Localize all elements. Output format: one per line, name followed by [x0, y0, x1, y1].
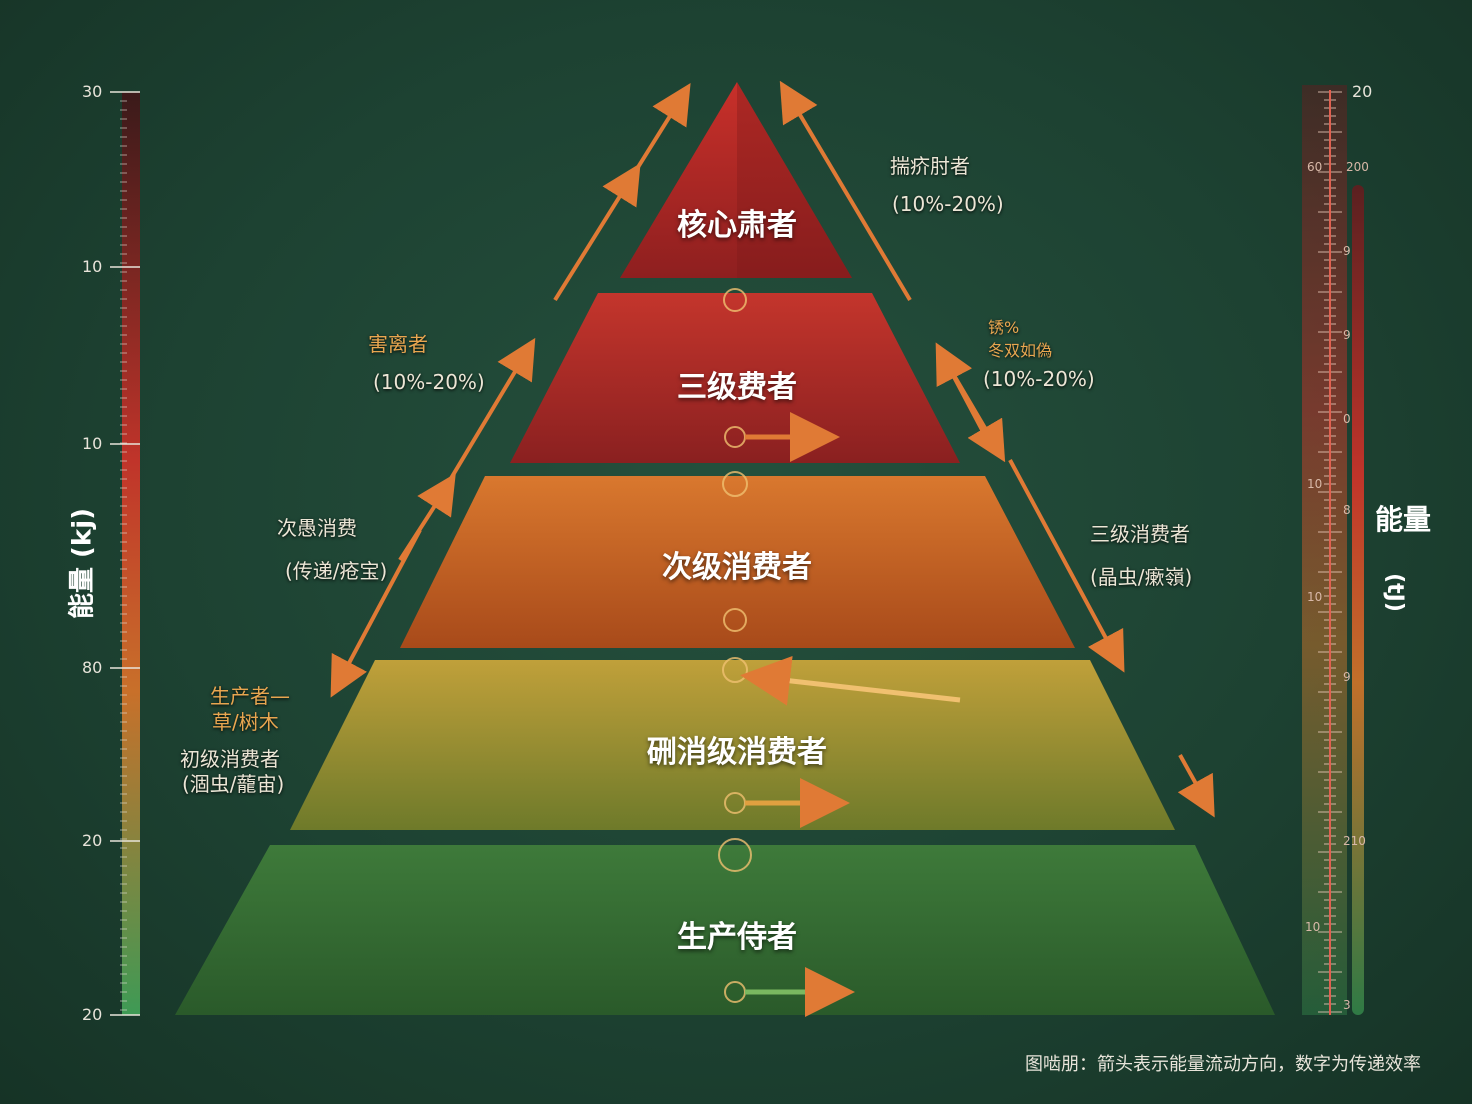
tier-shape-3	[400, 476, 1075, 648]
annotation-title: 次愚消费	[277, 516, 357, 540]
energy-arrow-left	[628, 83, 691, 182]
flow-arrow	[740, 655, 961, 706]
left-axis-tick: 10	[82, 257, 103, 276]
tier-shape-5	[175, 845, 1275, 1015]
annotation-title: 揣疥肘者	[890, 154, 970, 178]
annotation-title: 初级消费者	[180, 747, 280, 771]
left-axis-tick: 10	[82, 434, 103, 453]
right-axis-inner-tick: 10	[1307, 590, 1323, 604]
right-axis-tick: 9	[1343, 328, 1351, 342]
right-axis-title: 能量	[1375, 503, 1432, 536]
annotation-sub: (晶虫/瘶嶺)	[1090, 565, 1193, 589]
tier-shape-1-side	[737, 82, 852, 278]
energy-arrow-right	[1177, 754, 1215, 818]
annotation-efficiency: (10%-20%)	[373, 370, 485, 394]
tier-label-tertiary: 三级费者	[677, 370, 797, 405]
right-energy-level-bar	[1352, 185, 1364, 1015]
energy-arrow-right	[779, 80, 912, 302]
left-axis-tick: 30	[82, 82, 103, 101]
legend-note: 图啮朋：箭头表示能量流动方向，数字为传递效率	[1025, 1054, 1421, 1075]
energy-arrow-left	[330, 529, 422, 698]
annotation-title: 生产者—	[210, 684, 290, 708]
left-energy-bar	[122, 92, 140, 1015]
tier-shape-2	[510, 293, 960, 463]
annotation-efficiency: (10%-20%)	[983, 367, 1095, 391]
annotation-title: 三级消费者	[1090, 522, 1190, 546]
right-axis-inner-tick: 60	[1307, 160, 1323, 174]
tier-shape-1	[620, 82, 852, 278]
annotation-title: 冬双如偽	[988, 341, 1053, 360]
energy-arrow-left	[398, 473, 456, 562]
annotation-title: 害离者	[368, 332, 428, 356]
right-axis-unit: (tJ)	[1381, 573, 1407, 612]
energy-arrow-right	[1008, 459, 1125, 673]
tier-label-secondary: 次级消费者	[662, 550, 812, 585]
energy-arrow-right	[943, 358, 1006, 463]
right-axis-inner-tick: 10	[1305, 920, 1321, 934]
right-axis-tick: 20	[1352, 82, 1373, 101]
right-axis-tick: 9	[1343, 244, 1351, 258]
energy-arrow-left	[448, 337, 536, 482]
right-axis-tick: 0	[1343, 412, 1351, 426]
flow-node	[723, 288, 747, 312]
right-axis-tick: 9	[1343, 670, 1351, 684]
annotation-title: 草/树木	[212, 710, 279, 734]
tier-label-primary: 硎消级消费者	[647, 735, 827, 770]
right-axis-tick: 3	[1343, 998, 1351, 1012]
right-axis-tick: 8	[1343, 503, 1351, 517]
annotation-sub: (涸虫/蘢宙)	[182, 772, 285, 796]
energy-arrow-left	[553, 163, 641, 302]
right-axis-inner-tick: 10	[1307, 477, 1323, 491]
tier-label-apex: 核心肃者	[677, 208, 797, 243]
annotation-sub: (传递/疮宝)	[285, 559, 388, 583]
tier-shape-4	[290, 660, 1175, 830]
annotation-efficiency: (10%-20%)	[892, 192, 1004, 216]
flow-node	[723, 608, 747, 632]
flow-node	[722, 471, 748, 497]
tier-label-producers: 生产侍者	[677, 920, 797, 955]
flow-node	[718, 838, 752, 872]
left-axis-tick: 80	[82, 658, 103, 677]
right-axis-tick: 200	[1346, 160, 1369, 174]
annotation-title: 锈%	[988, 318, 1020, 337]
left-axis-title: 能量 (kj)	[67, 507, 98, 620]
left-axis-tick: 20	[82, 1005, 103, 1024]
right-axis-tick: 210	[1343, 834, 1366, 848]
left-axis-tick: 20	[82, 831, 103, 850]
